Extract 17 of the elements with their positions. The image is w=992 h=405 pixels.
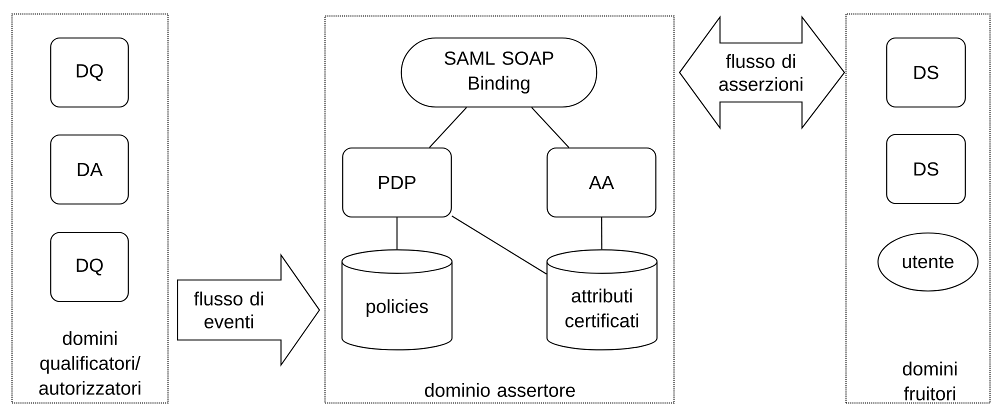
process-box: DQ [50,232,129,302]
connector-line [601,218,602,250]
connector-line [396,218,398,250]
connector-line [452,216,547,274]
block-arrow [177,253,320,367]
connector-line [429,107,467,148]
process-box: AA [546,147,656,218]
process-box: DS [886,37,966,108]
process-box: PDP [342,147,452,218]
edge-label: flusso di asserzioni [719,54,802,91]
process-box: DS [886,134,966,204]
database-cylinder: policies [341,249,453,350]
database-cylinder: attributi certificati [546,249,658,350]
connector-line [531,107,570,148]
process-box: DQ [50,37,129,108]
edge-label: flusso di eventi [194,292,263,328]
process-box: DA [50,134,129,205]
